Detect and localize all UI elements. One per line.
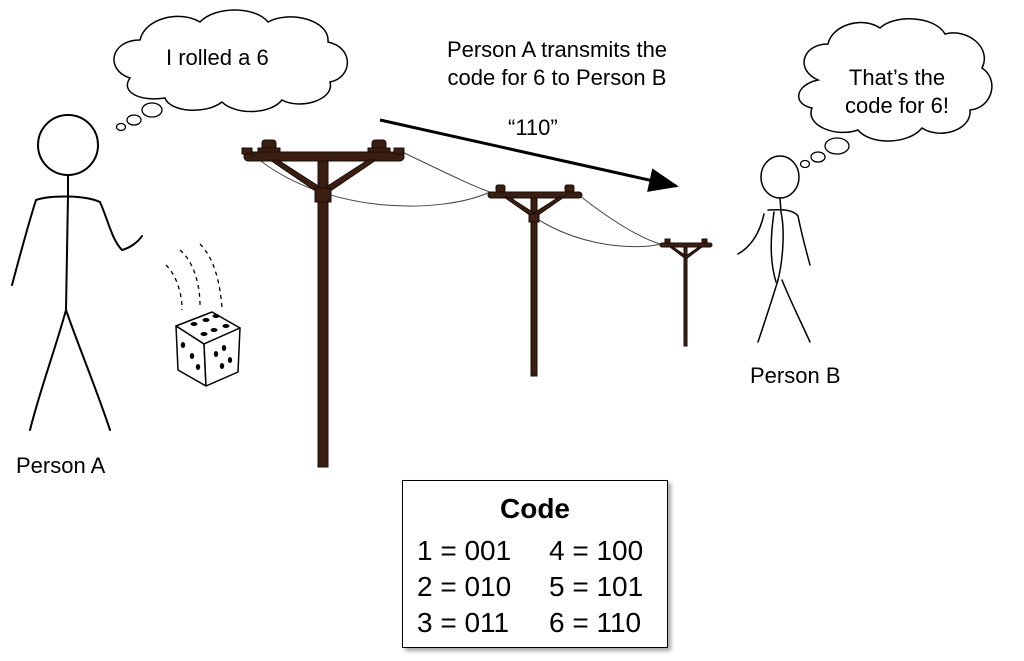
transmission-arrow (379, 118, 679, 192)
code-table: Code 1 = 001 4 = 100 2 = 010 5 = 101 3 =… (402, 480, 668, 648)
die-motion-lines (165, 243, 223, 311)
thought-a-text: I rolled a 6 (166, 45, 269, 70)
person-a-shoulders (35, 195, 101, 203)
telephone-pole-2 (487, 184, 583, 377)
person-b-left-arm (737, 213, 765, 255)
person-a-figure (11, 114, 143, 431)
person-a-right-leg (65, 309, 111, 431)
person-b-figure (737, 155, 811, 343)
code-entry: 1 = 001 (417, 535, 512, 566)
telephone-pole-1 (241, 139, 405, 468)
person-a-body (65, 174, 69, 311)
signal-label: “110” (508, 115, 558, 140)
telephone-wires (249, 149, 661, 248)
thought-bubble-b (798, 18, 993, 169)
die-icon (175, 311, 241, 387)
code-entry: 4 = 100 (549, 535, 644, 566)
person-a-head (37, 114, 99, 176)
person-b-torso-left (770, 211, 777, 283)
telephone-pole-3 (659, 238, 713, 347)
person-b-label: Person B (750, 363, 841, 388)
thought-b-line-1: That’s the (848, 65, 946, 90)
person-b-left-leg (757, 279, 779, 343)
code-entry: 5 = 101 (549, 571, 644, 602)
person-a-left-leg (29, 309, 67, 431)
person-a-right-arm (99, 201, 143, 251)
person-b-right-leg (781, 279, 811, 343)
person-a-label: Person A (16, 453, 106, 478)
person-a-left-arm (11, 199, 37, 286)
thought-b-line-2: code for 6! (845, 93, 949, 118)
person-b-body (777, 197, 784, 281)
code-entry: 6 = 110 (549, 607, 642, 638)
caption: Person A transmits the code for 6 to Per… (412, 36, 702, 92)
thought-b-text: That’s the code for 6! (832, 64, 962, 120)
code-entry: 2 = 010 (417, 571, 512, 602)
person-b-right-arm (767, 209, 811, 266)
thought-bubble-a (113, 9, 348, 132)
person-b-head (760, 155, 800, 199)
code-entry: 3 = 011 (417, 607, 510, 638)
code-table-title: Code (500, 493, 570, 524)
caption-line-1: Person A transmits the (446, 37, 668, 62)
caption-line-2: code for 6 to Person B (447, 65, 667, 90)
